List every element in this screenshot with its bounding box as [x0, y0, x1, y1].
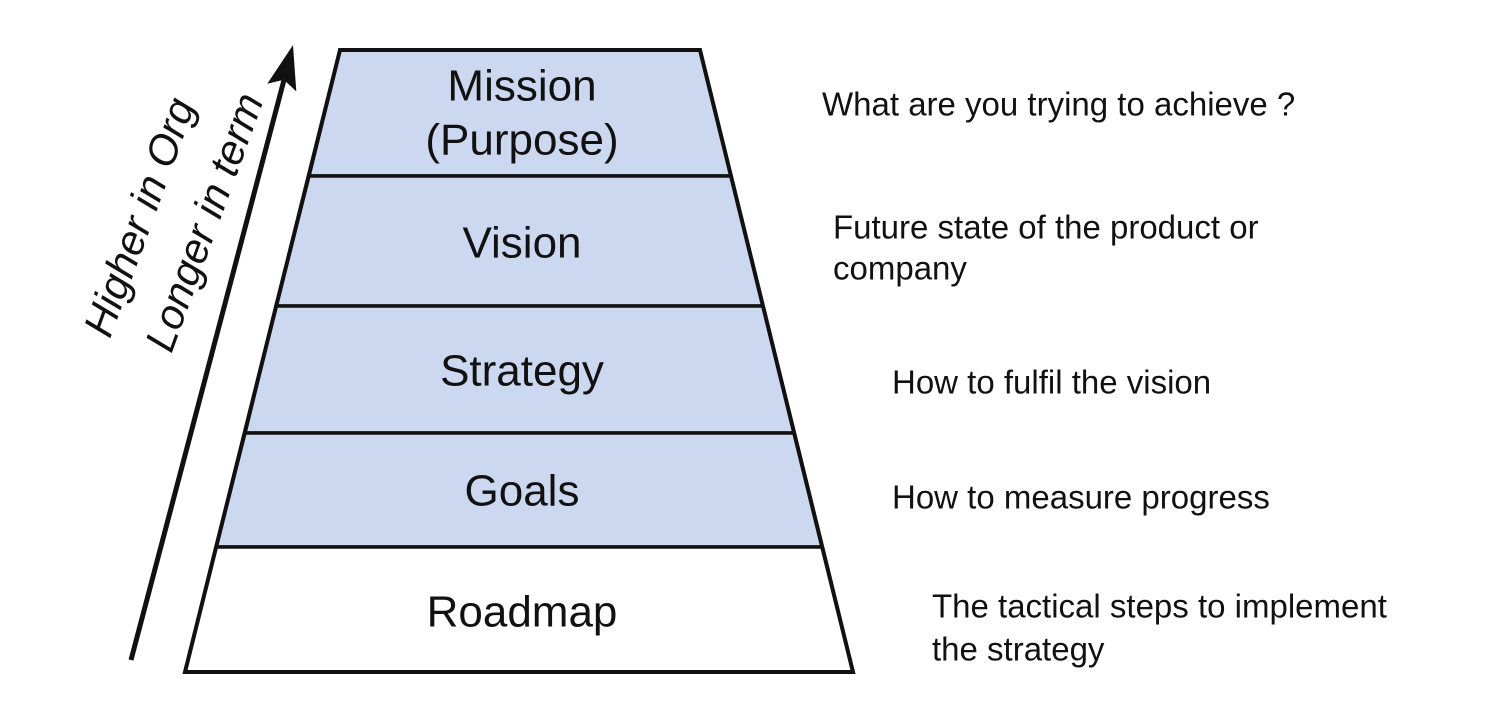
desc-vision-line2: company — [833, 250, 967, 287]
desc-vision-line1: Future state of the product or — [833, 209, 1259, 246]
axis-arrow-shaft — [128, 79, 287, 661]
desc-roadmap-line1: The tactical steps to implement — [932, 588, 1387, 625]
pyramid-outline — [182, 48, 856, 674]
level-labels: Mission (Purpose) Vision Strategy Goals … — [425, 62, 618, 637]
pyramid — [182, 48, 856, 674]
label-mission-sub: (Purpose) — [425, 116, 618, 165]
label-vision: Vision — [462, 219, 581, 268]
desc-strategy: How to fulfil the vision — [892, 364, 1211, 401]
desc-roadmap-line2: the strategy — [932, 631, 1105, 668]
desc-mission: What are you trying to achieve ? — [822, 86, 1295, 123]
desc-goals: How to measure progress — [892, 479, 1270, 516]
label-strategy: Strategy — [440, 347, 604, 396]
label-mission: Mission — [447, 62, 596, 111]
label-goals: Goals — [465, 467, 580, 516]
label-roadmap: Roadmap — [427, 588, 618, 637]
axis-arrow-head-icon — [267, 45, 297, 92]
level-descriptions: What are you trying to achieve ? Future … — [822, 86, 1387, 668]
